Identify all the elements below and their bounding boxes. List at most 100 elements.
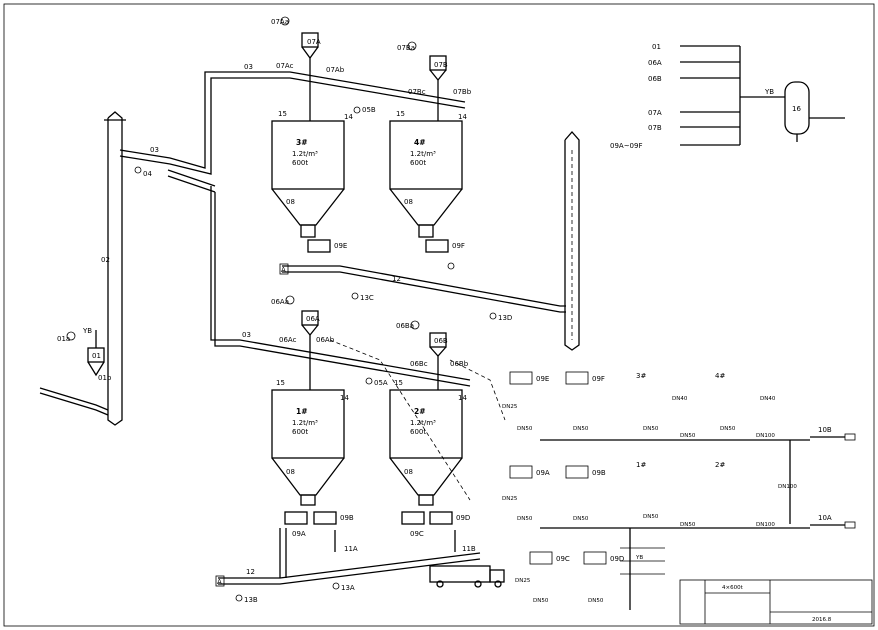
detail-dn40-a: DN40 bbox=[672, 396, 688, 402]
silo-3-capacity: 600t bbox=[292, 159, 308, 167]
label-01a: 01a bbox=[57, 335, 70, 343]
label-07Ba: 07Ba bbox=[397, 44, 415, 52]
title-block: 4×600t 2016.8 bbox=[679, 579, 873, 625]
label-10B: 10B bbox=[818, 426, 832, 434]
detail-09B: 09B bbox=[592, 469, 606, 477]
label-01: 01 bbox=[92, 352, 101, 360]
label-09B: 09B bbox=[340, 514, 354, 522]
silo-3-title: 3# bbox=[296, 138, 308, 147]
detail-silo2: 2# bbox=[715, 461, 725, 469]
label-03-c: 03 bbox=[242, 331, 251, 339]
label-14-d: 14 bbox=[458, 394, 467, 402]
detail-dn50-g: DN50 bbox=[573, 516, 589, 522]
detail-dn25-b: DN25 bbox=[502, 496, 518, 502]
detail-dn100-b: DN100 bbox=[778, 484, 797, 490]
label-11A: 11A bbox=[344, 545, 358, 553]
silo-4-title: 4# bbox=[414, 138, 426, 147]
bucket-elevator-02: 02 bbox=[101, 111, 126, 426]
label-09D: 09D bbox=[456, 514, 470, 522]
label-14-a: 14 bbox=[344, 113, 353, 121]
silo-3-density: 1.2t/m³ bbox=[292, 150, 318, 158]
silo-3: 3# 1.2t/m³ 600t 08 15 14 07A 07Aa 07Ac 0… bbox=[271, 16, 376, 238]
silo-1: 1# 1.2t/m³ 600t 08 15 14 06A 06Aa 06Ac 0… bbox=[271, 295, 388, 506]
label-16: 16 bbox=[792, 105, 801, 113]
label-15-b: 15 bbox=[396, 110, 405, 118]
silo-2: 2# 1.2t/m³ 600t 08 15 14 06B 06Ba 06Bc 0… bbox=[389, 320, 469, 506]
detail-dn50-f: DN50 bbox=[517, 516, 533, 522]
detail-dn25-c: DN25 bbox=[515, 578, 531, 584]
label-14-b: 14 bbox=[458, 113, 467, 121]
label-05A: 05A bbox=[374, 379, 388, 387]
label-08-b: 08 bbox=[404, 198, 413, 206]
label-06Bc: 06Bc bbox=[410, 360, 428, 368]
label-07Bb: 07Bb bbox=[453, 88, 472, 96]
legend-yb: YB bbox=[635, 555, 643, 561]
detail-dn50-c: DN50 bbox=[643, 426, 659, 432]
label-09A: 09A bbox=[292, 530, 306, 538]
bucket-elevator-right bbox=[564, 131, 580, 351]
label-14-c: 14 bbox=[340, 394, 349, 402]
label-06Ab: 06Ab bbox=[316, 336, 335, 344]
gas-manifold: 01 06A 06B 07A 07B 09A~09F YB 16 bbox=[610, 43, 845, 150]
label-07B: 07B bbox=[434, 61, 448, 69]
bulk-truck bbox=[429, 565, 505, 588]
detail-dn100-c: DN100 bbox=[756, 522, 775, 528]
detail-09F: 09F bbox=[592, 375, 605, 383]
label-12-upper: 12 bbox=[392, 275, 401, 283]
label-07Bc: 07Bc bbox=[408, 88, 426, 96]
label-03-b: 03 bbox=[244, 63, 253, 71]
label-06Ba: 06Ba bbox=[396, 322, 414, 330]
silo-1-title: 1# bbox=[296, 407, 308, 416]
detail-dn50-h: DN50 bbox=[643, 514, 659, 520]
title-date: 2016.8 bbox=[812, 617, 832, 623]
detail-dn50-b: DN50 bbox=[573, 426, 589, 432]
detail-dn50-e: DN50 bbox=[680, 433, 696, 439]
label-07A: 07A bbox=[307, 38, 321, 46]
label-07Ac: 07Ac bbox=[276, 62, 294, 70]
label-06Aa: 06Aa bbox=[271, 298, 289, 306]
label-07Ab: 07Ab bbox=[326, 66, 345, 74]
label-04: 04 bbox=[143, 170, 152, 178]
gas-line-07A: 07A bbox=[648, 109, 662, 117]
detail-09C: 09C bbox=[556, 555, 570, 563]
label-13B: 13B bbox=[244, 596, 258, 604]
drawing-border bbox=[3, 3, 875, 627]
silo-2-capacity: 600t bbox=[410, 428, 426, 436]
detail-dn50-k: DN50 bbox=[588, 598, 604, 604]
dashed-line-b bbox=[449, 359, 506, 421]
title-drawing: 4×600t bbox=[722, 585, 744, 591]
silo-1-capacity: 600t bbox=[292, 428, 308, 436]
air-slide-12-lower: A 12 13B 13A bbox=[215, 528, 481, 604]
legend: YB bbox=[620, 547, 665, 575]
label-12-lower: 12 bbox=[246, 568, 255, 576]
label-09E: 09E bbox=[334, 242, 347, 250]
label-06Ac: 06Ac bbox=[279, 336, 297, 344]
label-yb-01: YB bbox=[82, 327, 92, 335]
label-07Aa: 07Aa bbox=[271, 18, 289, 26]
dashed-line-a bbox=[329, 339, 471, 501]
label-09F: 09F bbox=[452, 242, 465, 250]
label-15-a: 15 bbox=[278, 110, 287, 118]
label-06Bb: 06Bb bbox=[450, 360, 469, 368]
silo-2-title: 2# bbox=[414, 407, 426, 416]
label-15-c: 15 bbox=[276, 379, 285, 387]
detail-dn50-d: DN50 bbox=[720, 426, 736, 432]
label-13A: 13A bbox=[341, 584, 355, 592]
detail-silo1: 1# bbox=[636, 461, 646, 469]
detail-dn50-i: DN50 bbox=[680, 522, 696, 528]
label-06A: 06A bbox=[306, 315, 320, 323]
silo-1-density: 1.2t/m³ bbox=[292, 419, 318, 427]
label-11B: 11B bbox=[462, 545, 476, 553]
label-08-a: 08 bbox=[286, 198, 295, 206]
silo-4-capacity: 600t bbox=[410, 159, 426, 167]
detail-dn50-j: DN50 bbox=[533, 598, 549, 604]
detail-09D: 09D bbox=[610, 555, 624, 563]
detail-dn100-a: DN100 bbox=[756, 433, 775, 439]
detail-dn40-b: DN40 bbox=[760, 396, 776, 402]
feeder-09E-09F: 09E 09F bbox=[307, 239, 465, 270]
gas-line-09: 09A~09F bbox=[610, 142, 643, 150]
air-slide-12-upper: A 12 13C 13D bbox=[279, 263, 566, 322]
detail-silo4: 4# bbox=[715, 372, 725, 380]
